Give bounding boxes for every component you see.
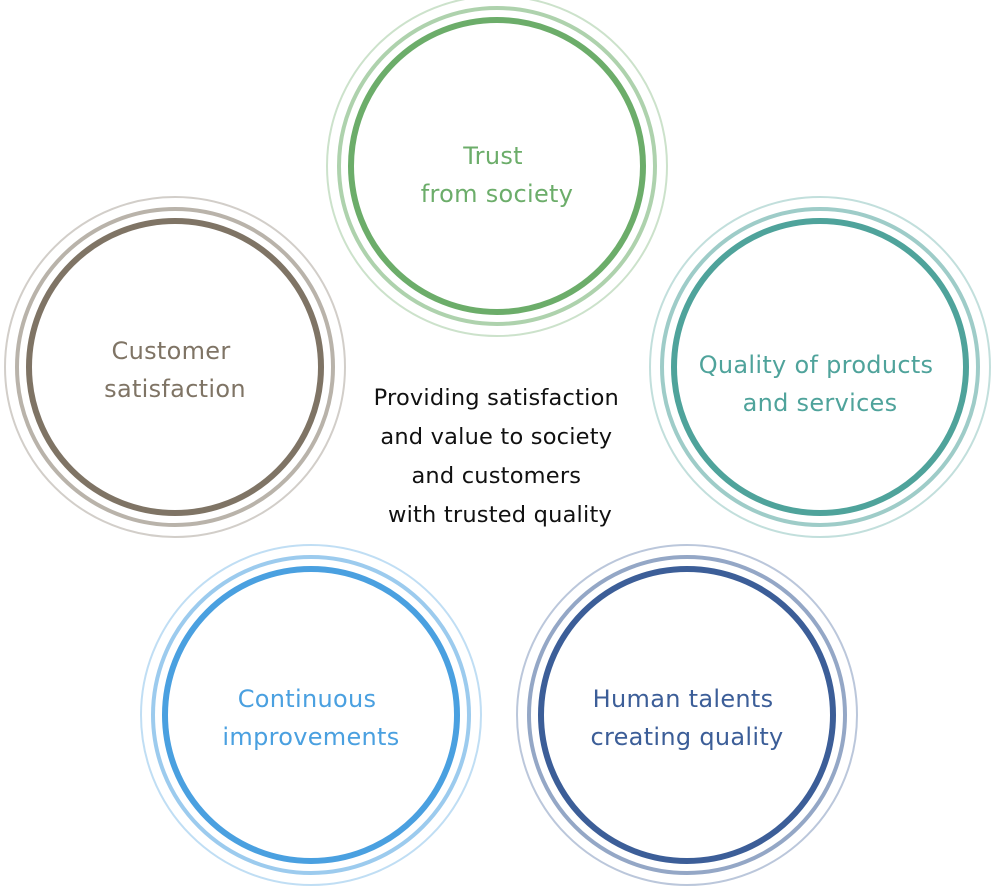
outer-ring <box>516 544 858 886</box>
center-statement-line-1: Providing satisfaction <box>374 385 619 411</box>
circle-label: Human talents creating quality <box>590 685 783 751</box>
outer-ring <box>649 196 991 538</box>
circle-label-line-2: improvements <box>222 723 399 751</box>
circle-trust-from-society: Trust from society <box>326 0 668 337</box>
circle-customer-satisfaction: Customer satisfaction <box>4 196 346 538</box>
circle-quality-products-services: Quality of products and services <box>649 196 991 538</box>
circle-label-line-1: Human talents <box>593 685 774 713</box>
inner-ring <box>348 17 646 315</box>
inner-ring <box>26 218 324 516</box>
inner-ring <box>671 218 969 516</box>
circle-label: Continuous improvements <box>222 685 399 751</box>
center-statement-line-2: and value to society <box>380 424 612 450</box>
outer-ring <box>140 544 482 886</box>
center-statement: Providing satisfaction and value to soci… <box>374 385 627 528</box>
circle-human-talents: Human talents creating quality <box>516 544 858 886</box>
circle-label-line-1: Continuous <box>238 685 377 713</box>
center-statement-line-3: and customers <box>411 463 581 489</box>
middle-ring <box>151 555 471 875</box>
center-statement-line-4: with trusted quality <box>388 502 612 528</box>
middle-ring <box>527 555 847 875</box>
inner-ring <box>538 566 836 864</box>
circle-label: Customer satisfaction <box>104 337 246 403</box>
middle-ring <box>15 207 335 527</box>
circle-label-line-1: Customer <box>112 337 231 365</box>
circle-label-line-2: satisfaction <box>104 375 246 403</box>
outer-ring <box>4 196 346 538</box>
circle-label: Quality of products and services <box>699 351 942 417</box>
middle-ring <box>660 207 980 527</box>
circle-label-line-2: creating quality <box>590 723 783 751</box>
inner-ring <box>162 566 460 864</box>
circle-label-line-2: and services <box>743 389 898 417</box>
outer-ring <box>326 0 668 337</box>
circle-label-line-1: Trust <box>462 142 523 170</box>
circle-label-line-2: from society <box>421 180 574 208</box>
circle-label-line-1: Quality of products <box>699 351 934 379</box>
circle-continuous-improvements: Continuous improvements <box>140 544 482 886</box>
middle-ring <box>337 6 657 326</box>
circle-label: Trust from society <box>421 142 574 208</box>
